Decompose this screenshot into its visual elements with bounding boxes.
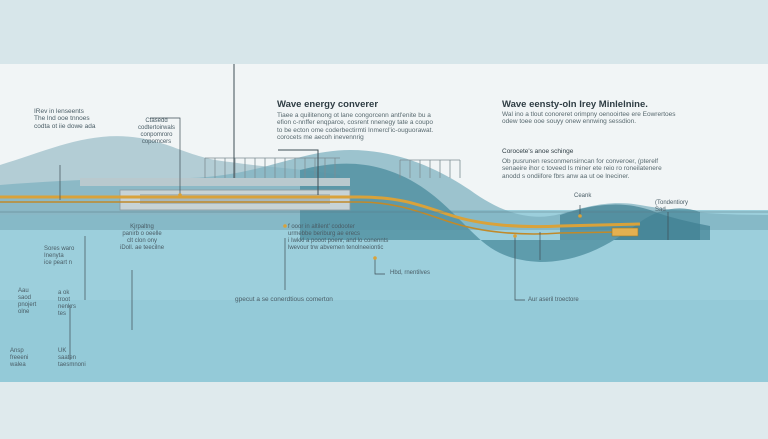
- center-left-note: Kjrpaltng panirb o oeelle clt clon ony i…: [120, 224, 165, 251]
- power-cable: [0, 195, 641, 229]
- ceank-label: Ceank: [574, 193, 592, 199]
- front-wave: [300, 163, 700, 262]
- connector-note: Ctasedd codtertoirwals conpomroro copomc…: [138, 118, 176, 145]
- converter-core: [140, 194, 330, 204]
- right-title: Wave eensty-oln Irey Minlelnine.: [502, 99, 648, 110]
- bottom-left-c: Ansp freeeni walea: [10, 348, 29, 368]
- bottom-left-d: UK saaten taesmnoni: [58, 348, 86, 368]
- right-body: Wal ino a tlout conoreret orimpny oenooi…: [502, 111, 676, 126]
- lower-band: [0, 382, 768, 439]
- main-title: Wave energy converer: [277, 99, 379, 110]
- tondentory-label: (Tondentiory Sad: [655, 200, 689, 213]
- leader-lines: [59, 117, 669, 360]
- main-body: Tiaee a quilitenong ot lane congorcenn a…: [277, 112, 434, 142]
- left-mid-note: Sores waro Inenyta ice peart n: [44, 246, 75, 266]
- mast-arm: [278, 149, 319, 195]
- bottom-left-a: Aau saod pnojert olne: [18, 288, 37, 315]
- power-cable-lower: [0, 201, 621, 235]
- top-left-note: IRev in lenseents The lnd ooe tnnoes cod…: [34, 108, 96, 130]
- wave-crest-right: [560, 204, 710, 240]
- right-sub-body: Ob pusrunen resconmensirncan for convero…: [502, 158, 662, 180]
- bottom-center-note: gpecut a se conerdtious comerton: [235, 296, 333, 303]
- hub-note: Hbd, rnentilves: [390, 270, 431, 276]
- leader-dots: [178, 193, 582, 260]
- center-mid-note: f ooor in altilent' codooter urmebbe ber…: [288, 224, 389, 251]
- bottom-right-note: Aur aseril troectore: [528, 297, 579, 303]
- right-sub-title: Corocete's anoe schinge: [502, 148, 574, 155]
- cable-joint: [611, 227, 639, 237]
- sea-depth-band: [0, 300, 768, 382]
- converter-platform: [80, 178, 350, 186]
- bottom-left-b: a ok troot nenkrs tes: [58, 290, 77, 317]
- platform-railing: [204, 157, 461, 178]
